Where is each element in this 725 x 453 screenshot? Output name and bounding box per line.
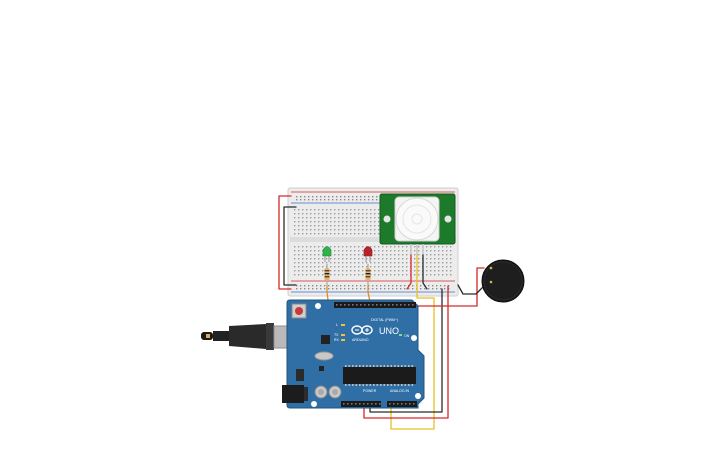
atmega-chip — [343, 367, 416, 384]
arduino-uno[interactable]: DIGITAL (PWM~) UNO ARDUINO ON L TX RX — [282, 299, 425, 409]
wire-pir-red[interactable] — [406, 254, 412, 290]
pir-dome — [395, 197, 439, 241]
brand-label: ARDUINO — [352, 338, 369, 342]
wire-red-left-rail[interactable] — [278, 195, 292, 290]
l-label: L — [336, 323, 338, 327]
red-led[interactable] — [363, 246, 373, 263]
piezo-buzzer[interactable] — [481, 259, 525, 303]
pir-sensor[interactable] — [379, 193, 456, 255]
wire-pir-black[interactable] — [422, 254, 428, 290]
power-header — [341, 401, 381, 407]
digital-header — [334, 302, 416, 308]
wire-pir-yellow[interactable] — [390, 254, 435, 430]
wire-buzzer-black[interactable] — [457, 284, 485, 295]
rx-label: RX — [334, 338, 340, 342]
resistor-1[interactable] — [324, 264, 330, 286]
on-label: ON — [404, 334, 410, 338]
usb-chip — [321, 335, 330, 344]
board-name: UNO — [379, 326, 399, 336]
wire-buzzer-red[interactable] — [392, 267, 485, 307]
tx-label: TX — [334, 333, 339, 337]
center-channel — [290, 237, 456, 242]
wire-black-left-rail[interactable] — [283, 206, 297, 286]
power-jack — [282, 385, 304, 403]
green-led[interactable] — [322, 246, 332, 263]
analog-label: ANALOG IN — [390, 389, 410, 393]
regulator — [296, 369, 304, 381]
arduino-logo — [351, 325, 373, 335]
power-label: POWER — [363, 389, 377, 393]
resistor-2[interactable] — [365, 264, 371, 286]
digital-header-label: DIGITAL (PWM~) — [371, 318, 398, 322]
on-led — [399, 334, 402, 336]
breadboard-holes — [294, 196, 452, 290]
crystal — [314, 351, 334, 361]
wire-red-5v[interactable] — [363, 285, 449, 419]
